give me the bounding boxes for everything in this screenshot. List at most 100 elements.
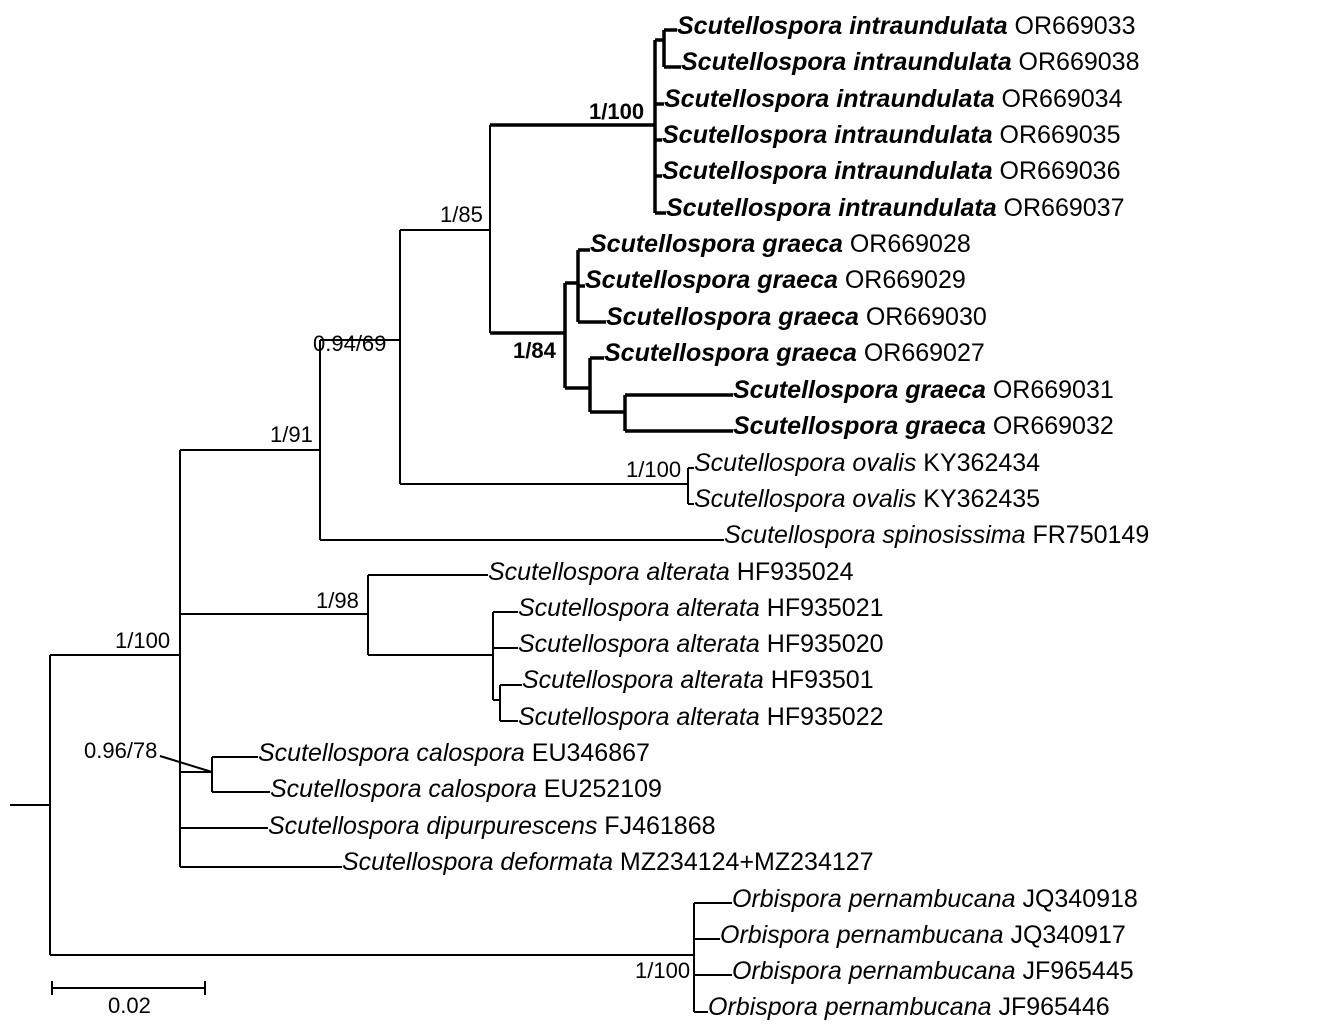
leaf-label: Orbispora pernambucana JF965446 <box>708 993 1110 1021</box>
leaf-accession: JF965445 <box>1016 957 1134 985</box>
leaf-species-name: Scutellospora calospora <box>270 775 537 803</box>
leaf-species-name: Orbispora pernambucana <box>720 921 1004 949</box>
leaf-species-name: Scutellospora alterata <box>518 594 760 622</box>
leaf-accession: OR669028 <box>843 230 971 258</box>
leaf-accession: OR669029 <box>838 266 966 294</box>
leaf-species-name: Scutellospora ovalis <box>694 449 916 477</box>
support-value: 1/84 <box>513 338 557 363</box>
leaf-label: Scutellospora alterata HF935024 <box>488 558 854 586</box>
leaf-label: Scutellospora ovalis KY362434 <box>694 449 1040 477</box>
leaf-label: Scutellospora intraundulata OR669036 <box>662 157 1120 185</box>
leaf-accession: EU252109 <box>537 775 662 803</box>
leaf-species-name: Scutellospora graeca <box>604 339 857 367</box>
leaf-species-name: Scutellospora dipurpurescens <box>268 812 597 840</box>
leaf-accession: FJ461868 <box>597 812 715 840</box>
leaf-species-name: Scutellospora spinosissima <box>724 521 1026 549</box>
leaf-species-name: Scutellospora graeca <box>733 376 986 404</box>
leaf-accession: OR669027 <box>857 339 985 367</box>
leaf-label: Scutellospora intraundulata OR669033 <box>677 12 1135 40</box>
leaf-label: Scutellospora dipurpurescens FJ461868 <box>268 812 716 840</box>
leaf-label: Scutellospora intraundulata OR669037 <box>666 194 1124 222</box>
leaf-accession: HF935021 <box>760 594 884 622</box>
leaf-accession: OR669034 <box>995 85 1123 113</box>
leaf-species-name: Orbispora pernambucana <box>732 885 1016 913</box>
leaf-label: Scutellospora graeca OR669031 <box>733 376 1114 404</box>
leaf-accession: JQ340917 <box>1004 921 1126 949</box>
leaf-species-name: Scutellospora intraundulata <box>662 157 993 185</box>
leaf-accession: KY362435 <box>916 485 1040 513</box>
leaf-species-name: Scutellospora graeca <box>733 412 986 440</box>
leaf-accession: HF935024 <box>730 558 854 586</box>
leaf-species-name: Scutellospora alterata <box>518 703 760 731</box>
leaf-species-name: Scutellospora intraundulata <box>664 85 995 113</box>
leaf-label: Scutellospora intraundulata OR669038 <box>681 48 1139 76</box>
leaf-label: Scutellospora graeca OR669029 <box>585 266 966 294</box>
leaf-species-name: Scutellospora calospora <box>258 739 525 767</box>
leaf-accession: OR669036 <box>993 157 1121 185</box>
support-value: 0.96/78 <box>84 738 157 763</box>
leaf-label: Orbispora pernambucana JF965445 <box>732 957 1134 985</box>
leaf-label: Scutellospora calospora EU252109 <box>270 775 662 803</box>
leaf-label: Scutellospora alterata HF935022 <box>518 703 884 731</box>
leaf-species-name: Orbispora pernambucana <box>732 957 1016 985</box>
scale-bar-label: 0.02 <box>108 993 151 1018</box>
support-value: 1/91 <box>270 422 313 447</box>
leaf-label: Scutellospora alterata HF93501 <box>522 666 874 694</box>
leaf-label: Scutellospora intraundulata OR669034 <box>664 85 1123 113</box>
support-value: 0.94/69 <box>313 331 386 356</box>
leaf-label: Scutellospora graeca OR669030 <box>606 303 987 331</box>
leaf-label: Scutellospora alterata HF935021 <box>518 594 884 622</box>
leaf-accession: EU346867 <box>525 739 650 767</box>
leaf-accession: OR669038 <box>1012 48 1140 76</box>
leaf-labels: Scutellospora intraundulata OR669033Scut… <box>258 12 1149 1021</box>
leaf-species-name: Orbispora pernambucana <box>708 993 992 1021</box>
leaf-accession: OR669033 <box>1008 12 1136 40</box>
leaf-species-name: Scutellospora alterata <box>518 630 760 658</box>
leaf-label: Scutellospora graeca OR669027 <box>604 339 985 367</box>
support-labels: 1/100 1/85 1/84 0.94/69 1/100 1/91 1/98 1/100 0.… <box>84 99 690 983</box>
leaf-accession: KY362434 <box>916 449 1040 477</box>
leaf-species-name: Scutellospora graeca <box>585 266 838 294</box>
leaf-accession: JF965446 <box>992 993 1110 1021</box>
leaf-species-name: Scutellospora graeca <box>606 303 859 331</box>
leaf-accession: HF935020 <box>760 630 884 658</box>
leaf-label: Scutellospora graeca OR669032 <box>733 412 1114 440</box>
leaf-species-name: Scutellospora intraundulata <box>677 12 1008 40</box>
leaf-label: Scutellospora intraundulata OR669035 <box>662 121 1120 149</box>
scale-bar: 0.02 <box>51 981 206 1018</box>
support-value: 1/85 <box>440 202 483 227</box>
leaf-accession: FR750149 <box>1026 521 1150 549</box>
leaf-label: Orbispora pernambucana JQ340917 <box>720 921 1126 949</box>
tree-branches <box>10 28 733 1013</box>
leaf-species-name: Scutellospora alterata <box>488 558 730 586</box>
leaf-label: Scutellospora deformata MZ234124+MZ23412… <box>342 848 874 876</box>
leaf-accession: OR669035 <box>993 121 1121 149</box>
leaf-accession: JQ340918 <box>1016 885 1138 913</box>
leaf-label: Orbispora pernambucana JQ340918 <box>732 885 1138 913</box>
leaf-accession: OR669037 <box>997 194 1125 222</box>
leaf-label: Scutellospora alterata HF935020 <box>518 630 884 658</box>
support-value: 1/100 <box>115 628 170 653</box>
leaf-accession: MZ234124+MZ234127 <box>613 848 874 876</box>
leaf-species-name: Scutellospora alterata <box>522 666 764 694</box>
leaf-accession: OR669031 <box>986 376 1114 404</box>
leaf-species-name: Scutellospora intraundulata <box>681 48 1012 76</box>
support-value: 1/98 <box>316 588 359 613</box>
leaf-label: Scutellospora ovalis KY362435 <box>694 485 1040 513</box>
support-value: 1/100 <box>635 958 690 983</box>
tree-branch <box>159 755 213 773</box>
leaf-label: Scutellospora calospora EU346867 <box>258 739 650 767</box>
leaf-species-name: Scutellospora deformata <box>342 848 613 876</box>
leaf-accession: OR669032 <box>986 412 1114 440</box>
leaf-species-name: Scutellospora graeca <box>590 230 843 258</box>
leaf-species-name: Scutellospora intraundulata <box>666 194 997 222</box>
leaf-label: Scutellospora spinosissima FR750149 <box>724 521 1149 549</box>
support-value: 1/100 <box>626 457 681 482</box>
leaf-species-name: Scutellospora ovalis <box>694 485 916 513</box>
leaf-accession: OR669030 <box>859 303 987 331</box>
leaf-species-name: Scutellospora intraundulata <box>662 121 993 149</box>
support-value: 1/100 <box>589 99 644 124</box>
leaf-accession: HF93501 <box>764 666 874 694</box>
leaf-label: Scutellospora graeca OR669028 <box>590 230 971 258</box>
